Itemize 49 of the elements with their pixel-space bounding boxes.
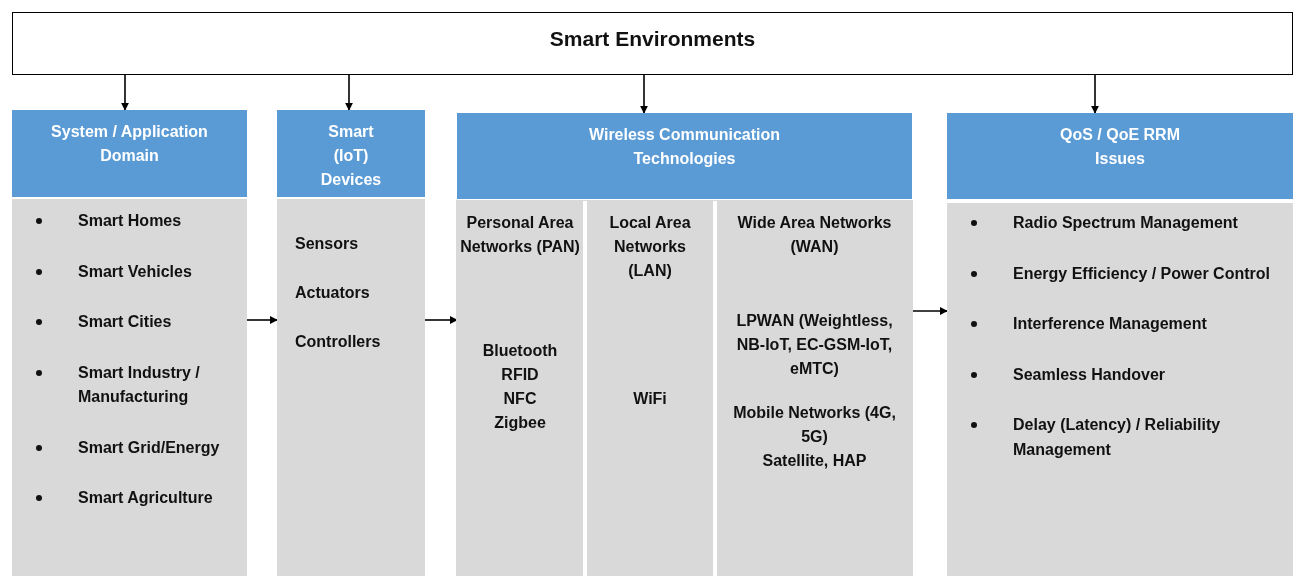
column-text: NFC <box>502 389 538 409</box>
list-panel <box>12 199 247 576</box>
arrow <box>345 74 353 111</box>
list-panel <box>277 199 425 576</box>
arrow <box>246 316 278 324</box>
list-item: Smart Vehicles <box>78 262 192 280</box>
header-text: QoS / QoE RRM Issues <box>1059 125 1181 169</box>
header-box <box>947 113 1293 199</box>
list-item: Interference Management <box>1013 315 1207 332</box>
list-item: Actuators <box>295 283 371 303</box>
column-panel <box>587 201 713 576</box>
list-item: Radio Spectrum Management <box>1013 214 1238 231</box>
panel <box>457 201 912 576</box>
list-item: Smart Industry / Manufacturing <box>78 363 200 405</box>
header-box <box>277 110 425 197</box>
list-item: Smart Grid/Energy <box>78 438 220 456</box>
column-text: Mobile Networks (4G, 5G) <box>732 403 897 447</box>
header-box <box>457 113 912 199</box>
column-panel <box>457 201 583 576</box>
list-item: Seamless Handover <box>1013 365 1166 383</box>
arrow <box>424 316 458 324</box>
list-item: Smart Cities <box>78 313 172 330</box>
list-panel <box>947 203 1293 576</box>
column-text: LPWAN (Weightless, NB-IoT, EC-GSM-IoT, eMTC) <box>735 311 894 379</box>
column-text: RFID <box>500 365 540 385</box>
column-text: Satellite, HAP <box>761 451 868 471</box>
list-item: Sensors <box>295 234 360 254</box>
header-text: System / Application Domain <box>50 122 209 166</box>
column-heading: Local Area Networks (LAN) <box>608 213 692 281</box>
list-item: Smart Agriculture <box>78 489 213 506</box>
column-text: Zigbee <box>493 413 547 433</box>
list-item: Smart Homes <box>78 212 182 229</box>
list-item: Energy Efficiency / Power Control <box>1013 264 1270 282</box>
column-heading: Personal Area Networks (PAN) <box>459 213 581 257</box>
header-text: Wireless Communication Technologies <box>588 125 781 169</box>
box-label: Smart Environments <box>548 27 757 51</box>
column-text: WiFi <box>632 389 668 409</box>
column-panel <box>717 201 912 576</box>
arrow <box>640 74 648 114</box>
column-heading: Wide Area Networks (WAN) <box>736 213 893 257</box>
header-text: Smart (IoT) Devices <box>319 122 383 190</box>
list-item: Delay (Latency) / Reliability Management <box>1013 416 1221 458</box>
arrow <box>121 74 129 111</box>
column-text: Bluetooth <box>481 341 559 361</box>
arrow <box>1091 74 1099 114</box>
list-item: Controllers <box>295 332 382 352</box>
header-box <box>12 110 247 197</box>
title-box <box>12 12 1293 75</box>
arrow <box>911 307 948 315</box>
